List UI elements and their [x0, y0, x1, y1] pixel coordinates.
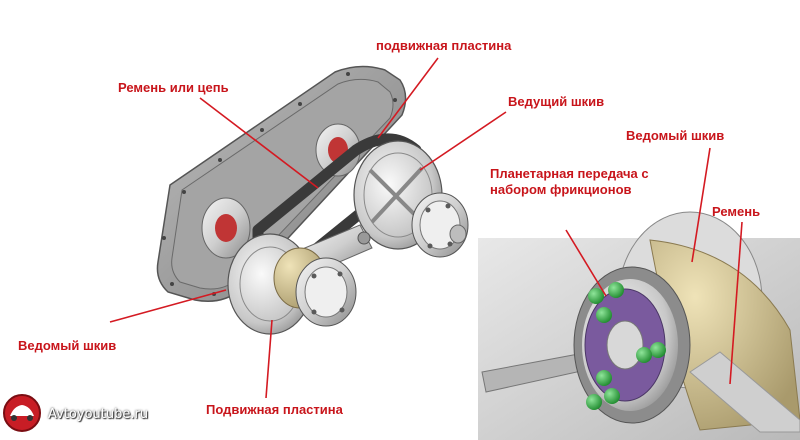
watermark-logo [3, 394, 41, 432]
leader-movable-plate-top [377, 57, 439, 139]
leader-lines [109, 57, 743, 399]
cvt-model [156, 65, 469, 335]
rear-boss-lower [201, 197, 251, 259]
driving-pulley [353, 140, 469, 258]
leader-movable-plate-bottom [265, 319, 273, 399]
label-driven-pulley-left: Ведомый шкив [18, 338, 147, 354]
label-planetary-gear: Планетарная передача с набором фрикционо… [490, 166, 649, 197]
watermark-text: Avtoyoutube.ru [48, 407, 149, 422]
leader-belt [729, 221, 743, 385]
belt-strip [689, 351, 800, 433]
planetary-photo [478, 211, 800, 440]
label-driving-pulley: Ведущий шкив [508, 94, 605, 109]
leader-driving-pulley [419, 111, 507, 171]
leader-planetary-gear [565, 229, 607, 297]
label-belt: Ремень [712, 204, 761, 219]
watermark: Avtoyoutube.ru [2, 395, 172, 435]
leader-driven-pulley-right [691, 147, 711, 263]
planet-gears [586, 282, 666, 410]
driven-pulley [227, 233, 357, 335]
label-driven-pulley-right: Ведомый шкив [626, 128, 725, 143]
leader-belt-or-chain [199, 97, 319, 189]
label-belt-or-chain: Ремень или цепь [118, 80, 229, 95]
leader-driven-pulley-left [109, 289, 227, 323]
label-movable-plate-top: подвижная пластина [376, 38, 512, 53]
label-movable-plate-bottom: Подвижная пластина [206, 402, 343, 417]
